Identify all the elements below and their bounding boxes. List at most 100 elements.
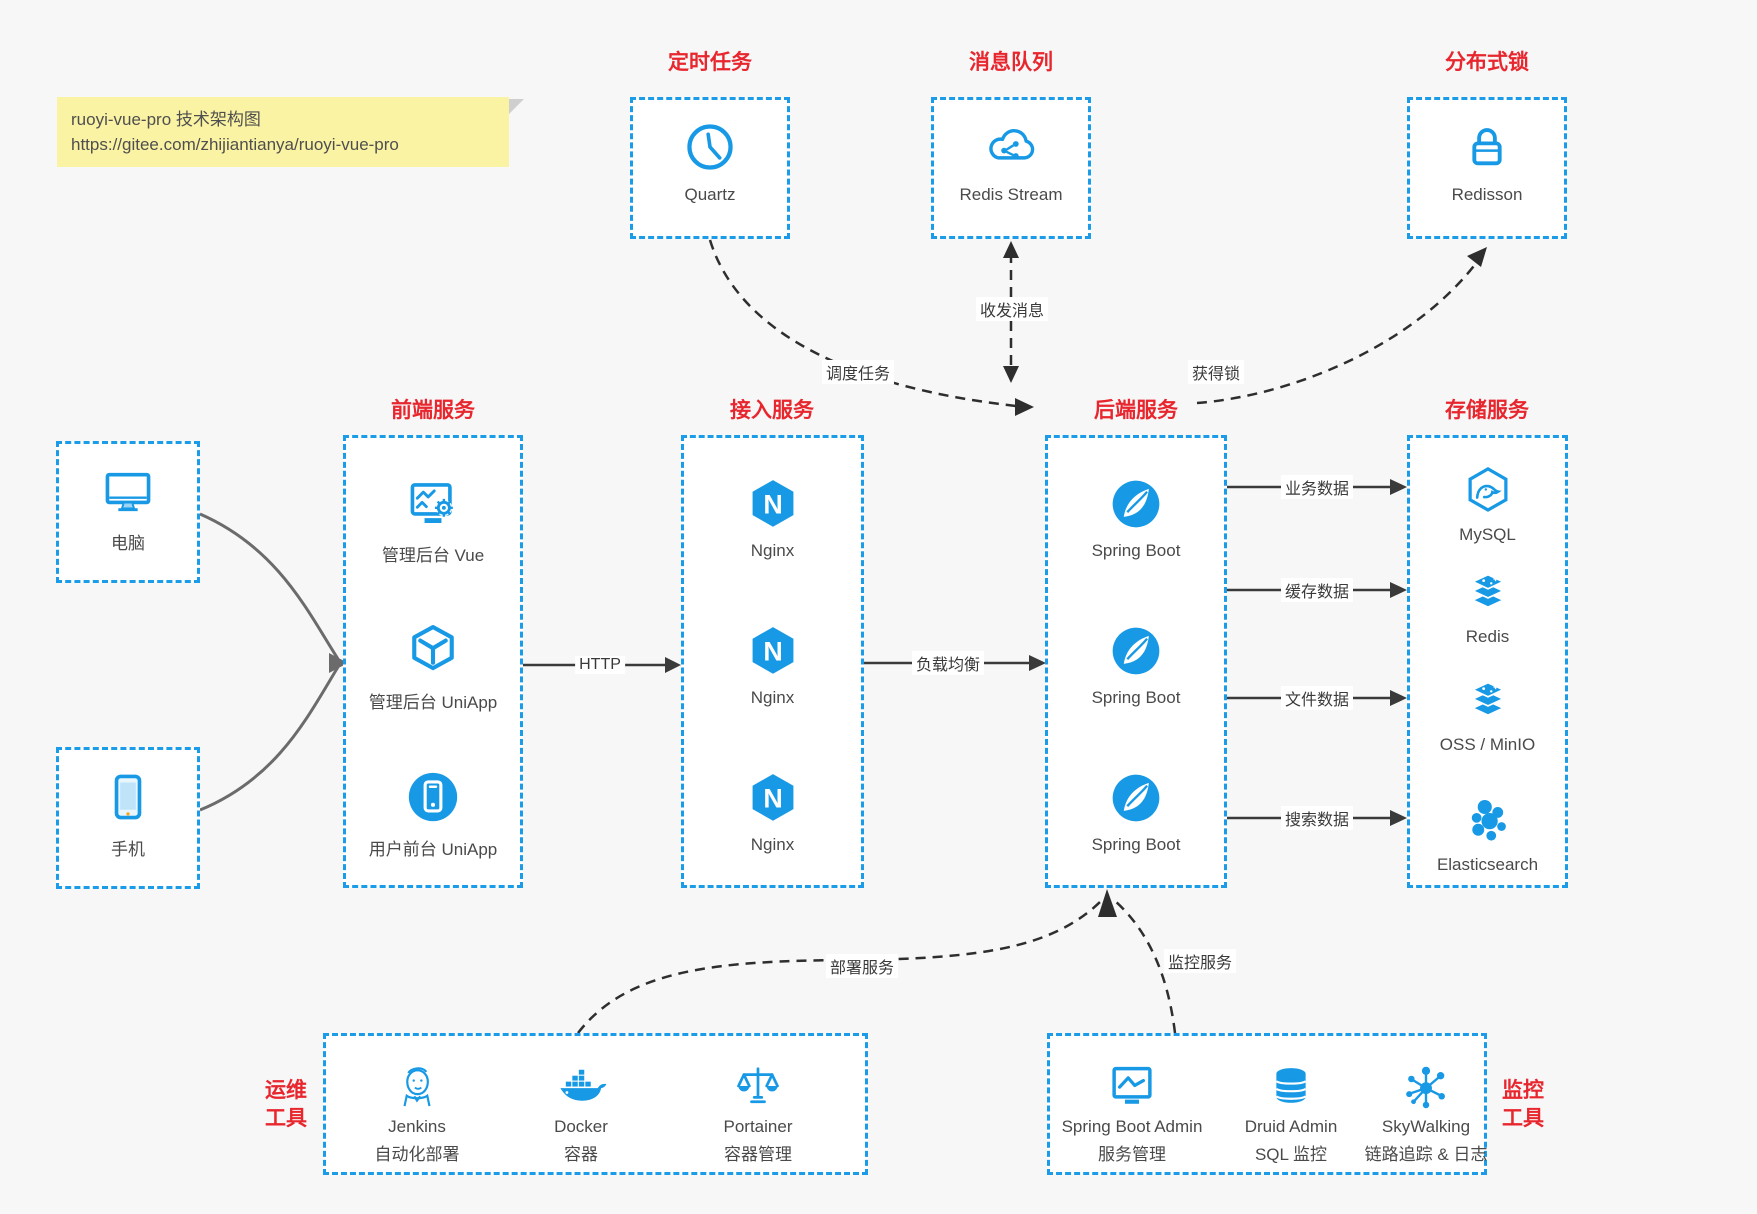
nginx-icon: N [745, 623, 801, 679]
edge-search-data-label: 搜索数据 [1280, 806, 1354, 830]
redis-stack-icon [1462, 566, 1514, 618]
docker-node: Docker 容器 [491, 1060, 671, 1165]
spring-boot-label: Spring Boot [1091, 541, 1181, 560]
spring-boot-admin-desc: 服务管理 [1098, 1145, 1166, 1164]
jenkins-icon [391, 1060, 443, 1112]
monitoring-box: Spring Boot Admin 服务管理 Druid Admin SQL 监… [1047, 1033, 1487, 1175]
svg-text:N: N [763, 636, 782, 666]
database-icon [1265, 1060, 1317, 1112]
client-phone-box: 手机 [56, 747, 200, 889]
redisson-box: Redisson [1407, 97, 1567, 239]
monitoring-tools-title: 监控 工具 [1502, 1079, 1544, 1130]
svg-text:N: N [763, 489, 782, 519]
nginx-label: Nginx [750, 541, 795, 560]
user-uniapp-node: 用户前台 UniApp [346, 768, 520, 860]
client-pc-label: 电脑 [111, 534, 145, 553]
edge-lock-label: 获得锁 [1187, 360, 1245, 384]
admin-vue-node: 管理后台 Vue [346, 474, 520, 566]
spring-boot-icon [1108, 770, 1164, 826]
admin-vue-icon [404, 474, 462, 532]
skywalking-label: SkyWalking [1381, 1117, 1471, 1136]
skywalking-node: SkyWalking 链路追踪 & 日志 [1336, 1060, 1516, 1165]
admin-monitor-icon [1106, 1060, 1158, 1112]
ops-tools-title: 运维 工具 [265, 1079, 307, 1130]
cloud-share-icon [982, 118, 1040, 176]
storage-box: MySQL Redis OSS / MinIO Elasticsearch [1407, 435, 1568, 888]
redis-stream-label: Redis Stream [959, 185, 1063, 204]
jenkins-desc: 自动化部署 [374, 1145, 460, 1164]
network-nodes-icon [1400, 1060, 1452, 1112]
edge-business-data-label: 业务数据 [1280, 475, 1354, 499]
edge-message-label: 收发消息 [975, 297, 1049, 321]
redis-label: Redis [1465, 627, 1510, 646]
nginx-node: N Nginx [684, 623, 861, 708]
nginx-icon: N [745, 476, 801, 532]
clock-icon [681, 118, 739, 176]
sticky-note: ruoyi-vue-pro 技术架构图 https://gitee.com/zh… [57, 97, 524, 167]
docker-label: Docker [554, 1117, 608, 1136]
portainer-label: Portainer [723, 1117, 793, 1136]
spring-boot-admin-node: Spring Boot Admin 服务管理 [1042, 1060, 1222, 1165]
nginx-icon: N [745, 770, 801, 826]
phone-icon [99, 768, 157, 826]
scheduled-task-title: 定时任务 [668, 51, 752, 74]
spring-boot-label: Spring Boot [1091, 835, 1181, 854]
spring-boot-label: Spring Boot [1091, 688, 1181, 707]
ops-box: Jenkins 自动化部署 Docker 容器 Portainer 容器管理 [323, 1033, 868, 1175]
oss-minio-node: OSS / MinIO [1410, 674, 1565, 755]
edge-load-balance-label: 负载均衡 [911, 651, 985, 675]
elasticsearch-cluster-icon [1462, 794, 1514, 846]
docker-desc: 容器 [564, 1145, 598, 1164]
distributed-lock-title: 分布式锁 [1445, 51, 1529, 74]
note-title: ruoyi-vue-pro 技术架构图 [71, 110, 261, 129]
desktop-icon [99, 462, 157, 520]
redis-node: Redis [1410, 566, 1565, 647]
nginx-node: N Nginx [684, 476, 861, 561]
quartz-label: Quartz [684, 185, 736, 204]
spring-boot-node: Spring Boot [1048, 476, 1224, 561]
redisson-label: Redisson [1451, 185, 1523, 204]
mysql-icon [1462, 464, 1514, 516]
lock-icon [1458, 118, 1516, 176]
edge-cache-data-label: 缓存数据 [1280, 578, 1354, 602]
note-url: https://gitee.com/zhijiantianya/ruoyi-vu… [71, 135, 399, 154]
druid-admin-node: Druid Admin SQL 监控 [1201, 1060, 1381, 1165]
spring-boot-admin-label: Spring Boot Admin [1061, 1117, 1203, 1136]
druid-admin-label: Druid Admin [1244, 1117, 1338, 1136]
portainer-desc: 容器管理 [724, 1145, 792, 1164]
elasticsearch-node: Elasticsearch [1410, 794, 1565, 875]
jenkins-node: Jenkins 自动化部署 [327, 1060, 507, 1165]
user-uniapp-label: 用户前台 UniApp [368, 840, 498, 859]
frontend-title: 前端服务 [391, 399, 475, 422]
docker-whale-icon [555, 1060, 607, 1112]
spring-boot-node: Spring Boot [1048, 770, 1224, 855]
quartz-box: Quartz [630, 97, 790, 239]
edge-file-data-label: 文件数据 [1280, 686, 1354, 710]
admin-uniapp-label: 管理后台 UniApp [368, 693, 498, 712]
jenkins-label: Jenkins [388, 1117, 446, 1136]
mysql-label: MySQL [1459, 525, 1516, 544]
message-queue-title: 消息队列 [969, 51, 1053, 74]
svg-text:N: N [763, 783, 782, 813]
gateway-title: 接入服务 [730, 399, 814, 422]
portainer-node: Portainer 容器管理 [668, 1060, 848, 1165]
uniapp-cube-icon [404, 621, 462, 679]
frontend-box: 管理后台 Vue 管理后台 UniApp 用户前台 UniApp [343, 435, 523, 888]
nginx-label: Nginx [750, 688, 795, 707]
gateway-box: N Nginx N Nginx N Nginx [681, 435, 864, 888]
client-pc-box: 电脑 [56, 441, 200, 583]
edge-deploy-label: 部署服务 [825, 954, 899, 978]
mysql-node: MySQL [1410, 464, 1565, 545]
redis-stream-box: Redis Stream [931, 97, 1091, 239]
admin-uniapp-node: 管理后台 UniApp [346, 621, 520, 713]
edge-monitor-label: 监控服务 [1163, 949, 1237, 973]
oss-minio-label: OSS / MinIO [1439, 735, 1536, 754]
edge-http-label: HTTP [575, 656, 625, 674]
admin-vue-label: 管理后台 Vue [381, 546, 485, 565]
elasticsearch-label: Elasticsearch [1436, 855, 1539, 874]
edge-schedule-label: 调度任务 [821, 360, 895, 384]
nginx-label: Nginx [750, 835, 795, 854]
backend-title: 后端服务 [1094, 399, 1178, 422]
spring-boot-icon [1108, 476, 1164, 532]
